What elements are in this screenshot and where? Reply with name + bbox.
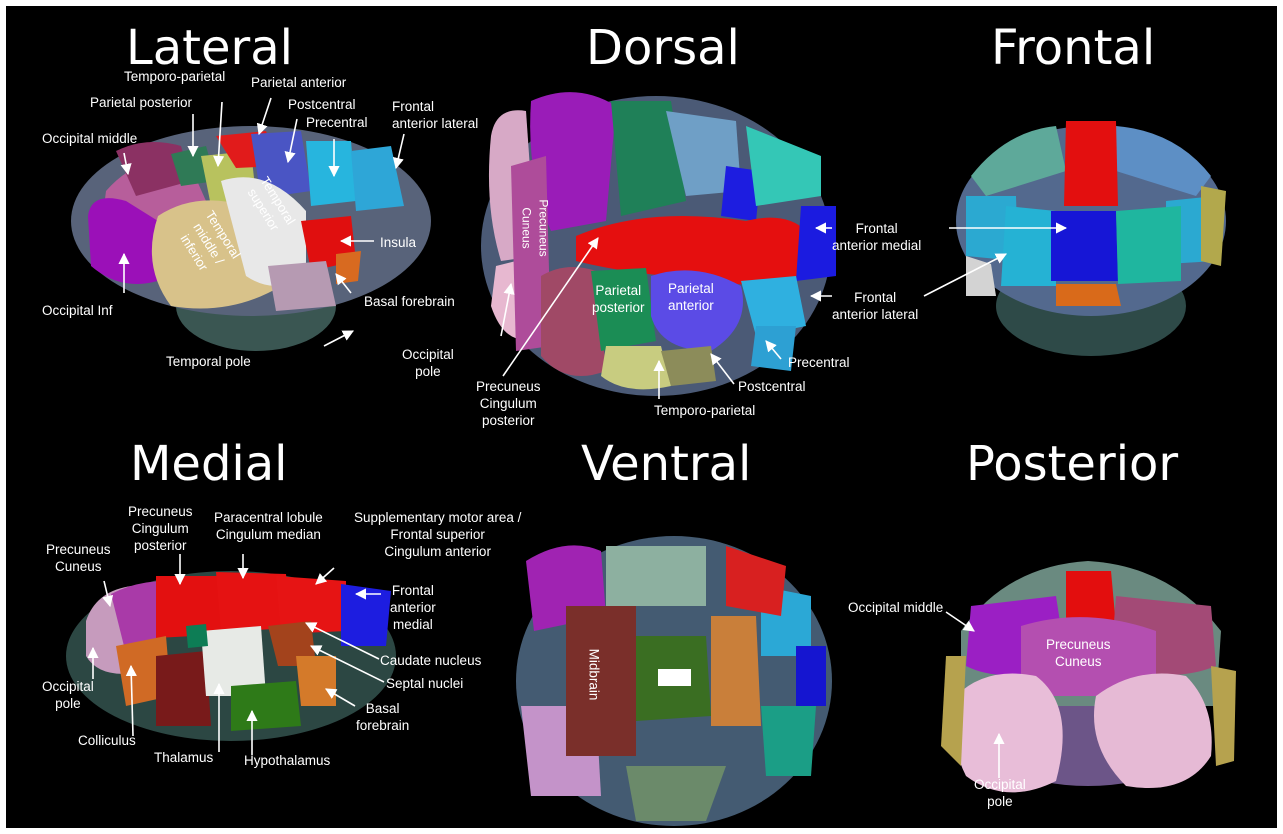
label-frontal-anterior-lateral: Frontal anterior lateral xyxy=(832,289,918,323)
label-ventral-midbrain: Midbrain xyxy=(585,649,602,701)
frontal-title: Frontal xyxy=(991,22,1155,74)
ventral-brain-view xyxy=(516,536,832,826)
label-posterior-occipital-middle: Occipital middle xyxy=(848,599,943,616)
label-dorsal-precuneus-cuneus: Precuneus Cuneus xyxy=(518,199,552,256)
ventral-title: Ventral xyxy=(581,438,751,490)
label-medial-sma: Supplementary motor area / Frontal super… xyxy=(354,509,521,560)
brain-illustrations xyxy=(6,6,1277,828)
posterior-brain-view xyxy=(941,561,1236,792)
label-lateral-occipital-inf: Occipital Inf xyxy=(42,302,113,319)
label-medial-precuneus-cuneus: Precuneus Cuneus xyxy=(46,541,111,575)
label-medial-frontal-anterior-medial: Frontal anterior medial xyxy=(390,582,436,633)
label-medial-basal-forebrain: Basal forebrain xyxy=(356,700,409,734)
label-lateral-parietal-posterior: Parietal posterior xyxy=(90,94,192,111)
label-lateral-temporo-parietal: Temporo-parietal xyxy=(124,68,225,85)
medial-hypothalamus xyxy=(231,681,301,731)
label-dorsal-occipital-pole: Occipital pole xyxy=(402,346,454,380)
frontal-medial-blue xyxy=(1051,211,1118,281)
label-medial-caudate-nucleus: Caudate nucleus xyxy=(380,652,481,669)
dorsal-title: Dorsal xyxy=(586,22,740,74)
posterior-occipital-pole-left xyxy=(953,674,1063,793)
frontal-center-red xyxy=(1064,121,1118,206)
posterior-title: Posterior xyxy=(966,438,1178,490)
label-lateral-basal-forebrain: Basal forebrain xyxy=(364,293,455,310)
label-dorsal-temporo-parietal: Temporo-parietal xyxy=(654,402,755,419)
label-lateral-parietal-anterior: Parietal anterior xyxy=(251,74,346,91)
lateral-title: Lateral xyxy=(126,22,293,74)
label-medial-septal-nuclei: Septal nuclei xyxy=(386,675,463,692)
label-lateral-frontal-anterior-lateral: Frontal anterior lateral xyxy=(392,98,478,132)
medial-title: Medial xyxy=(130,438,288,490)
label-dorsal-parietal-posterior: Parietal posterior xyxy=(592,282,645,316)
label-dorsal-postcentral: Postcentral xyxy=(738,378,806,395)
label-medial-occipital-pole: Occipital pole xyxy=(42,678,94,712)
label-medial-hypothalamus: Hypothalamus xyxy=(244,752,330,769)
label-dorsal-precentral: Precentral xyxy=(788,354,850,371)
frontal-brain-view xyxy=(956,121,1226,356)
medial-brain-view xyxy=(66,571,396,741)
label-dorsal-parietal-anterior: Parietal anterior xyxy=(668,280,714,314)
black-background: Lateral Dorsal Frontal Medial Ventral Po… xyxy=(6,6,1277,828)
label-posterior-occipital-pole: Occipital pole xyxy=(974,776,1026,810)
label-medial-thalamus: Thalamus xyxy=(154,749,213,766)
label-lateral-occipital-middle: Occipital middle xyxy=(42,130,137,147)
label-dorsal-precuneus-cingulum-posterior: Precuneus Cingulum posterior xyxy=(476,378,541,429)
label-lateral-temporal-pole: Temporal pole xyxy=(166,353,251,370)
label-lateral-precentral: Precentral xyxy=(306,114,368,131)
label-medial-paracentral: Paracentral lobule Cingulum median xyxy=(214,509,323,543)
label-frontal-anterior-medial: Frontal anterior medial xyxy=(832,220,921,254)
label-posterior-precuneus-cuneus: Precuneus Cuneus xyxy=(1046,636,1111,670)
label-medial-colliculus: Colliculus xyxy=(78,732,136,749)
label-medial-precuneus-cingulum-posterior: Precuneus Cingulum posterior xyxy=(128,503,193,554)
label-lateral-postcentral: Postcentral xyxy=(288,96,356,113)
label-lateral-insula: Insula xyxy=(380,234,416,251)
